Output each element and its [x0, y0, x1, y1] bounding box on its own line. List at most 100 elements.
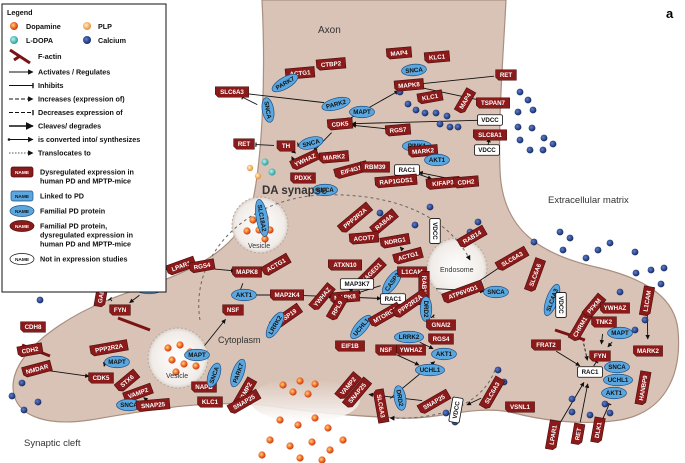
gene-label: RAB11A: [420, 276, 427, 301]
gene-node-tnk2: TNK2: [591, 316, 617, 328]
legend-badge: NAME: [15, 257, 30, 263]
legend-shape-label: human PD and MPTP-mice: [40, 177, 131, 186]
legend-l-dopa: L-DOPA: [26, 36, 53, 45]
node-shape-dysregulated: [505, 401, 535, 413]
node-shape-dysregulated: [197, 396, 223, 408]
legend-shape-label: Familial PD protein,: [40, 222, 107, 231]
gene-label: MAPT: [108, 359, 126, 366]
node-shape-familial: [298, 136, 324, 150]
node-shape-dysregulated: [373, 388, 390, 424]
node-shape-familial: [483, 285, 509, 299]
node-shape-dysregulated: [334, 371, 362, 399]
node-shape-familial: [312, 183, 338, 197]
edge-activates: [645, 312, 650, 340]
node-shape-dysregulated: [426, 319, 456, 331]
gene-node-mapk8: MAPK8: [232, 266, 262, 278]
gene-node-cdh2: CDH2: [452, 175, 480, 189]
calcium-dot-icon: [631, 326, 639, 334]
node-shape-dysregulated: [478, 375, 506, 409]
edge-activates: [204, 319, 226, 346]
gene-node-nsf: NSF: [375, 344, 397, 356]
dopamine-dot-icon: [243, 227, 251, 235]
gene-label: MAPT: [611, 330, 629, 337]
node-shape-dysregulated: [135, 397, 171, 412]
gene-node-mapt: MAPT: [104, 355, 130, 369]
dopamine-dot-icon: [311, 414, 319, 422]
gene-label: CDK5: [93, 375, 110, 382]
node-shape-dysregulated: [589, 350, 611, 362]
gene-node-mark2: MARK2: [633, 345, 663, 357]
node-shape-familial: [321, 96, 351, 112]
region-extracellular: Extracellular matrix: [548, 195, 629, 206]
gene-label: EIF1B: [341, 343, 359, 350]
legend-arrow-label: Inhibits: [38, 81, 64, 90]
node-shape-dysregulated: [456, 224, 488, 248]
node-shape-dysregulated: [318, 150, 350, 164]
gene-node-akt1: AKT1: [431, 347, 457, 361]
gene-label: AKT1: [606, 390, 623, 397]
gene-label: MAPK8: [398, 81, 421, 90]
node-shape-familial: [231, 288, 257, 302]
node-shape-dysregulated: [407, 144, 439, 158]
calcium-dot-icon: [594, 246, 602, 254]
dopamine-dot-icon: [180, 360, 188, 368]
gene-node-snca: SNCA: [312, 183, 338, 197]
gene-node-eif4g1: EIF4G1: [333, 160, 369, 179]
dopamine-dot-icon: [168, 356, 176, 364]
l-dopa-dot-icon: [10, 36, 18, 44]
dopamine-dot-icon: [249, 216, 257, 224]
calcium-dot-icon: [524, 96, 532, 104]
gene-label: RAC1: [399, 167, 416, 174]
gene-label: RET: [500, 72, 513, 79]
node-shape-dysregulated: [367, 301, 403, 327]
legend-plp: PLP: [98, 22, 112, 31]
calcium-dot-icon: [632, 269, 640, 277]
calcium-dot-icon: [404, 100, 412, 108]
node-shape-dysregulated: [215, 86, 249, 98]
dopamine-dot-icon: [308, 438, 316, 446]
plp-dot-icon: [246, 164, 254, 172]
calcium-dot-icon: [529, 106, 537, 114]
node-shape-familial: [415, 363, 445, 377]
edge-increases: [582, 338, 589, 361]
legend-badge: NAME: [15, 194, 30, 200]
edge-activates: [351, 123, 387, 130]
calcium-dot-icon: [539, 146, 547, 154]
gene-label: CDH8: [25, 324, 42, 331]
gene-label: FRAT2: [536, 342, 556, 349]
gene-node-actg1: ACTG1: [392, 246, 424, 265]
gene-node-rgs4: RGS4: [428, 333, 454, 345]
edge-inhibits: [593, 360, 599, 367]
calcium-dot-icon: [540, 134, 548, 142]
gene-node-uchl1: UCHL1: [603, 373, 633, 387]
gene-node-akt1: AKT1: [231, 288, 257, 302]
calcium-dot-icon: [582, 254, 590, 262]
plp-dot-icon: [254, 172, 262, 180]
legend-f-actin: F-actin: [38, 52, 62, 61]
gene-node-ywhaz: YWHAZ: [600, 302, 630, 314]
gene-label: KLC1: [202, 399, 219, 406]
node-shape-dysregulated: [122, 382, 154, 403]
gene-node-vsnl1: VSNL1: [505, 401, 535, 413]
gene-label: MAP3K7: [344, 281, 370, 288]
node-shape-dysregulated: [20, 321, 46, 333]
node-shape-dysregulated: [308, 282, 336, 310]
gene-label: TH: [282, 143, 291, 150]
node-shape-dysregulated: [544, 419, 562, 451]
label-endosome: Endosome: [440, 267, 474, 274]
node-shape-dysregulated: [385, 46, 413, 60]
gene-node-rap1gds1: RAP1GDS1: [374, 173, 418, 189]
gene-label: L1CAM: [401, 269, 422, 276]
node-shape-dysregulated: [113, 368, 141, 392]
gene-node-ndrg1: NDRG1: [379, 232, 411, 249]
edge-activates: [351, 119, 479, 126]
node-shape-familial: [261, 97, 275, 123]
dopamine-dot-icon: [258, 451, 266, 459]
gene-label: RBM39: [365, 164, 387, 171]
node-shape-dysregulated: [360, 161, 390, 173]
node-shape-dysregulated: [336, 201, 374, 233]
legend-shape-icon: [10, 166, 34, 178]
gene-label: SLC18A2: [256, 204, 268, 233]
legend-shape-icon: [9, 205, 35, 217]
